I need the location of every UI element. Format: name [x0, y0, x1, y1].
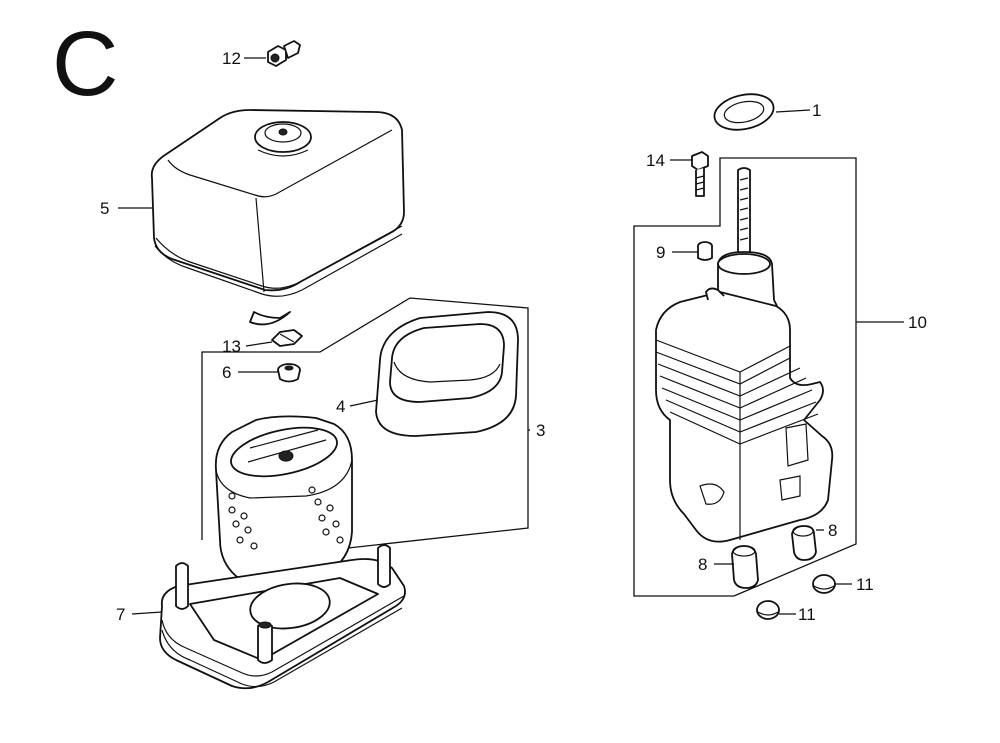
callout-12: 12: [222, 49, 241, 68]
part-7-base: [159, 544, 406, 690]
part-1-gasket: [713, 93, 775, 131]
part-5-cover: [150, 109, 405, 326]
part-4-foam-element: [375, 311, 519, 437]
part-14-bolt: [691, 151, 709, 197]
part-3-bracket: [201, 297, 529, 551]
callout-10: 10: [908, 313, 927, 332]
part-10-bracket: [633, 157, 857, 597]
part-10-case: [655, 167, 834, 543]
callout-13: 13: [222, 337, 241, 356]
callout-3: 3: [536, 421, 545, 440]
callout-6: 6: [222, 363, 231, 382]
callout-14: 14: [646, 151, 665, 170]
part-11-plug-lower: [756, 600, 780, 620]
paper-element: [214, 415, 353, 588]
part-11-plug-right: [812, 574, 836, 594]
callout-7: 7: [116, 605, 125, 624]
part-9-collar: [697, 241, 713, 261]
callout-4: 4: [336, 397, 345, 416]
callout-5: 5: [100, 199, 109, 218]
callout-1: 1: [812, 101, 821, 120]
paper-element-perforations: [228, 486, 344, 550]
callout-8-left: 8: [698, 555, 707, 574]
part-6-grommet: [277, 363, 301, 383]
part-13-wing-nut: [271, 329, 303, 347]
callout-labels: 12 5 13 6 4 3 7 1 14 9 10 8 8 11 11: [100, 49, 927, 624]
section-letter: C: [52, 13, 119, 115]
part-8-pin-right: [791, 525, 817, 561]
part-12-wing-nut: [267, 40, 301, 67]
part-8-pin-left: [731, 545, 759, 589]
callout-8-right: 8: [828, 521, 837, 540]
callout-9: 9: [656, 243, 665, 262]
leader-lines: [118, 57, 904, 615]
callout-11-lower: 11: [798, 605, 816, 624]
callout-11-right: 11: [856, 575, 874, 594]
